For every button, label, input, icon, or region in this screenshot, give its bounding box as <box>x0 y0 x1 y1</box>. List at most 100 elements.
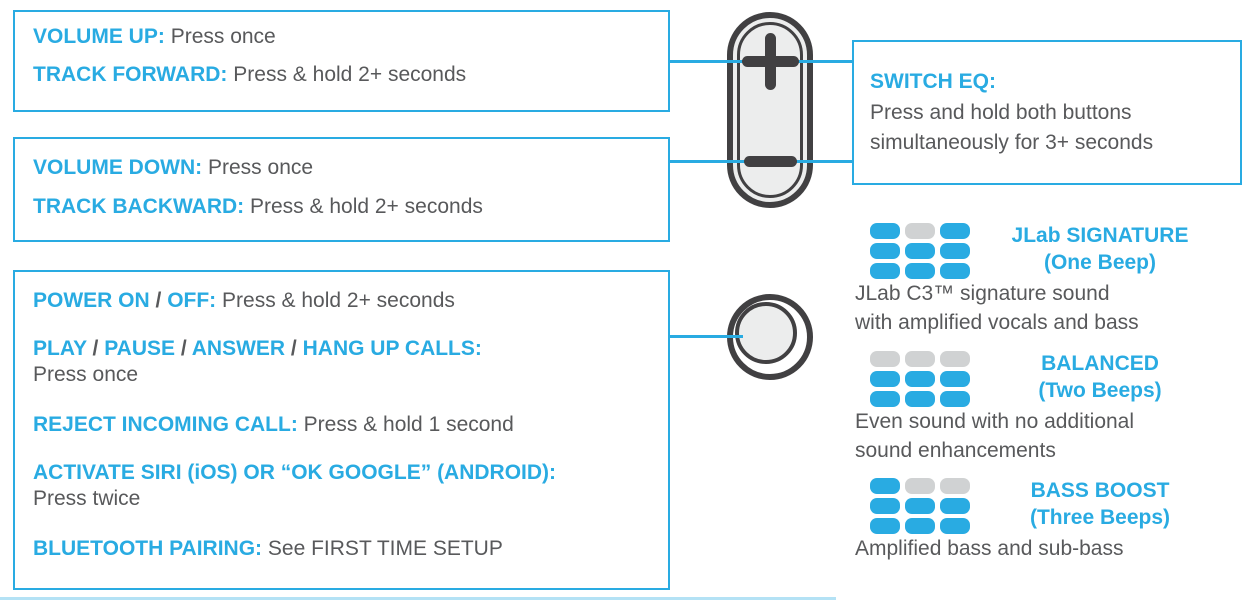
slash-separator: / <box>149 289 168 312</box>
eq-balanced-beep-icon <box>870 351 970 407</box>
beep-cell-off <box>940 351 970 367</box>
beep-cell-on <box>870 518 900 534</box>
beep-cell-on <box>940 498 970 514</box>
instruction-volume-up: VOLUME UP: Press once <box>33 24 276 50</box>
instruction-label: TRACK FORWARD: <box>33 63 228 86</box>
next-section-border <box>0 597 836 600</box>
beep-cell-on <box>870 498 900 514</box>
instruction-label: POWER ON <box>33 289 150 312</box>
beep-cell-on <box>940 518 970 534</box>
instruction-label: REJECT INCOMING CALL: <box>33 413 298 436</box>
callout-box-volume-down: VOLUME DOWN: Press once TRACK BACKWARD: … <box>13 137 670 242</box>
instruction-body: See FIRST TIME SETUP <box>267 537 503 560</box>
instruction-voice-assistant: ACTIVATE SIRI (iOS) OR “OK GOOGLE” (ANDR… <box>33 460 556 512</box>
instruction-label: HANG UP CALLS: <box>302 337 482 360</box>
instruction-reject-call: REJECT INCOMING CALL: Press & hold 1 sec… <box>33 412 514 438</box>
eq-mode-description-line: JLab C3™ signature sound <box>855 282 1110 305</box>
instruction-track-backward: TRACK BACKWARD: Press & hold 2+ seconds <box>33 194 483 220</box>
beep-cell-on <box>870 391 900 407</box>
volume-rocker-illustration <box>727 12 813 208</box>
instruction-label: BLUETOOTH PAIRING: <box>33 537 263 560</box>
beep-cell-on <box>905 263 935 279</box>
instruction-body: Press & hold 2+ seconds <box>249 195 483 218</box>
eq-mode-description: Even sound with no additional sound enha… <box>855 407 1134 465</box>
instruction-body: simultaneously for 3+ seconds <box>870 131 1154 154</box>
beep-cell-on <box>870 243 900 259</box>
instruction-bluetooth-pairing: BLUETOOTH PAIRING: See FIRST TIME SETUP <box>33 536 503 562</box>
instruction-body: Press and hold both buttons <box>870 101 1132 124</box>
instruction-label: SWITCH EQ: <box>870 70 996 93</box>
eq-mode-description: Amplified bass and sub-bass <box>855 534 1123 563</box>
callout-box-switch-eq: SWITCH EQ: Press and hold both buttons s… <box>852 40 1242 185</box>
eq-mode-description-line: Amplified bass and sub-bass <box>855 537 1124 560</box>
eq-mode-description-line: sound enhancements <box>855 439 1056 462</box>
callout-line-multifunction <box>670 335 743 338</box>
callout-box-multifunction: POWER ON / OFF: Press & hold 2+ seconds … <box>13 270 670 590</box>
instruction-label: PLAY <box>33 337 87 360</box>
eq-mode-title: BASS BOOST (Three Beeps) <box>975 477 1225 531</box>
callout-box-volume-up: VOLUME UP: Press once TRACK FORWARD: Pre… <box>13 10 670 112</box>
beep-cell-on <box>905 243 935 259</box>
eq-mode-bass-boost: BASS BOOST (Three Beeps) Amplified bass … <box>855 477 1257 599</box>
minus-icon <box>744 156 797 167</box>
instruction-body: Press & hold 2+ seconds <box>222 289 455 312</box>
instruction-track-forward: TRACK FORWARD: Press & hold 2+ seconds <box>33 62 466 88</box>
instruction-label: ANSWER <box>191 337 286 360</box>
multifunction-button-inner <box>735 302 797 364</box>
eq-mode-beeps: (One Beep) <box>1043 251 1156 274</box>
instruction-label: ACTIVATE SIRI (iOS) OR “OK GOOGLE” (ANDR… <box>33 461 557 484</box>
beep-cell-on <box>870 478 900 494</box>
instruction-body: Press once <box>208 156 314 179</box>
instruction-volume-down: VOLUME DOWN: Press once <box>33 155 313 181</box>
beep-cell-on <box>940 223 970 239</box>
beep-cell-off <box>870 351 900 367</box>
instruction-label: VOLUME DOWN: <box>33 156 203 179</box>
beep-cell-on <box>905 391 935 407</box>
beep-cell-on <box>870 371 900 387</box>
beep-cell-on <box>940 391 970 407</box>
eq-mode-beeps: (Two Beeps) <box>1038 379 1162 402</box>
instruction-body: Press & hold 1 second <box>303 413 514 436</box>
eq-signature-beep-icon <box>870 223 970 279</box>
beep-cell-on <box>905 498 935 514</box>
instruction-label: TRACK BACKWARD: <box>33 195 245 218</box>
eq-mode-description: JLab C3™ signature sound with amplified … <box>855 279 1139 337</box>
beep-cell-on <box>870 263 900 279</box>
eq-mode-title: JLab SIGNATURE (One Beep) <box>975 222 1225 276</box>
beep-cell-on <box>870 223 900 239</box>
eq-bass-boost-beep-icon <box>870 478 970 534</box>
instruction-body: Press once <box>170 25 276 48</box>
instruction-label: PAUSE <box>104 337 176 360</box>
eq-mode-jlab-signature: JLab SIGNATURE (One Beep) JLab C3™ signa… <box>855 222 1257 344</box>
instruction-body: Press twice <box>33 487 141 510</box>
instruction-play-pause: PLAY / PAUSE / ANSWER / HANG UP CALLS: P… <box>33 336 482 388</box>
eq-mode-description-line: Even sound with no additional <box>855 410 1135 433</box>
plus-icon <box>765 33 776 90</box>
slash-separator: / <box>86 337 105 360</box>
instruction-label: OFF: <box>167 289 217 312</box>
rocker-inner-outline <box>737 22 803 198</box>
beep-cell-off <box>905 351 935 367</box>
eq-mode-title: BALANCED (Two Beeps) <box>975 350 1225 404</box>
eq-mode-name: BALANCED <box>1041 352 1159 375</box>
eq-mode-beeps: (Three Beeps) <box>1029 506 1171 529</box>
beep-cell-off <box>905 223 935 239</box>
beep-cell-on <box>940 263 970 279</box>
instruction-body: Press once <box>33 363 139 386</box>
instruction-power: POWER ON / OFF: Press & hold 2+ seconds <box>33 288 455 314</box>
multifunction-button-illustration <box>727 294 813 380</box>
eq-mode-name: BASS BOOST <box>1030 479 1170 502</box>
eq-mode-name: JLab SIGNATURE <box>1011 224 1189 247</box>
instruction-label: VOLUME UP: <box>33 25 165 48</box>
beep-cell-off <box>905 478 935 494</box>
slash-separator: / <box>285 337 303 360</box>
instruction-body: Press & hold 2+ seconds <box>233 63 467 86</box>
beep-cell-off <box>940 478 970 494</box>
slash-separator: / <box>175 337 192 360</box>
eq-mode-description-line: with amplified vocals and bass <box>855 311 1139 334</box>
beep-cell-on <box>905 518 935 534</box>
beep-cell-on <box>940 371 970 387</box>
beep-cell-on <box>905 371 935 387</box>
eq-mode-balanced: BALANCED (Two Beeps) Even sound with no … <box>855 350 1257 472</box>
